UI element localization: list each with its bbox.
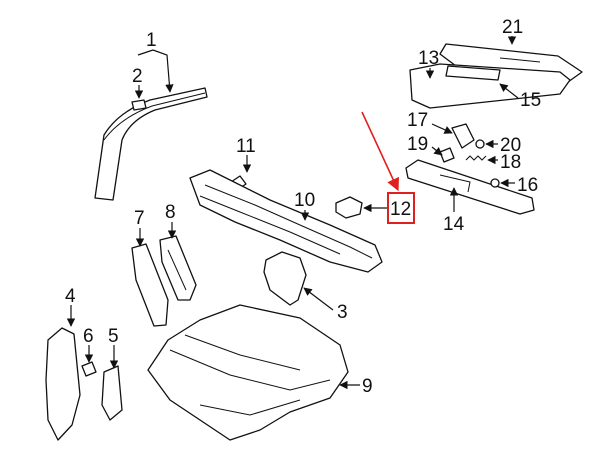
callout-1: 1 — [146, 30, 157, 51]
callout-20: 20 — [500, 135, 521, 156]
callout-9: 9 — [362, 376, 373, 397]
callout-12: 12 — [390, 199, 411, 220]
callout-21: 21 — [502, 17, 523, 38]
callout-10: 10 — [294, 190, 315, 211]
highlight-box — [387, 192, 415, 224]
callout-11: 11 — [236, 136, 256, 157]
callout-8: 8 — [165, 202, 176, 223]
callout-16: 16 — [517, 175, 538, 196]
part-14-scuff-plate — [405, 159, 535, 215]
part-2-clip — [131, 99, 147, 111]
callout-labels: 1 2 11 10 12 3 7 8 9 4 6 5 21 13 15 17 1… — [65, 17, 541, 397]
callout-14: 14 — [443, 214, 465, 235]
callout-3: 3 — [337, 302, 348, 323]
part-17-bracket — [451, 123, 475, 149]
part-3-insulator — [263, 251, 307, 306]
part-7-side-panel — [131, 243, 169, 327]
part-20-nut — [475, 139, 485, 149]
callout-13: 13 — [418, 48, 439, 69]
part-1-pillar-trim — [94, 87, 208, 201]
callout-6: 6 — [83, 326, 94, 347]
callout-5: 5 — [108, 326, 119, 347]
part-16-nut — [490, 178, 500, 188]
callout-17: 17 — [407, 110, 428, 131]
callout-19: 19 — [407, 134, 428, 155]
leader-lines — [66, 36, 519, 390]
callout-4: 4 — [65, 286, 76, 307]
highlight-arrow — [361, 111, 399, 192]
part-6-clip — [81, 361, 97, 377]
part-9-floor-pan — [147, 304, 349, 441]
part-10-dash-panel — [189, 169, 383, 273]
callout-7: 7 — [134, 208, 145, 229]
part-8-side-panel — [159, 235, 197, 301]
part-5-bracket — [101, 365, 123, 421]
callout-2: 2 — [132, 66, 143, 87]
part-15-insert — [445, 65, 501, 81]
callout-15: 15 — [520, 90, 541, 111]
part-12-connector — [335, 196, 363, 219]
part-4-lower-pillar — [45, 327, 81, 441]
part-19-fastener — [439, 147, 455, 163]
part-18-spring — [465, 155, 487, 161]
callout-18: 18 — [500, 152, 521, 173]
highlight-callout-12 — [361, 111, 415, 224]
